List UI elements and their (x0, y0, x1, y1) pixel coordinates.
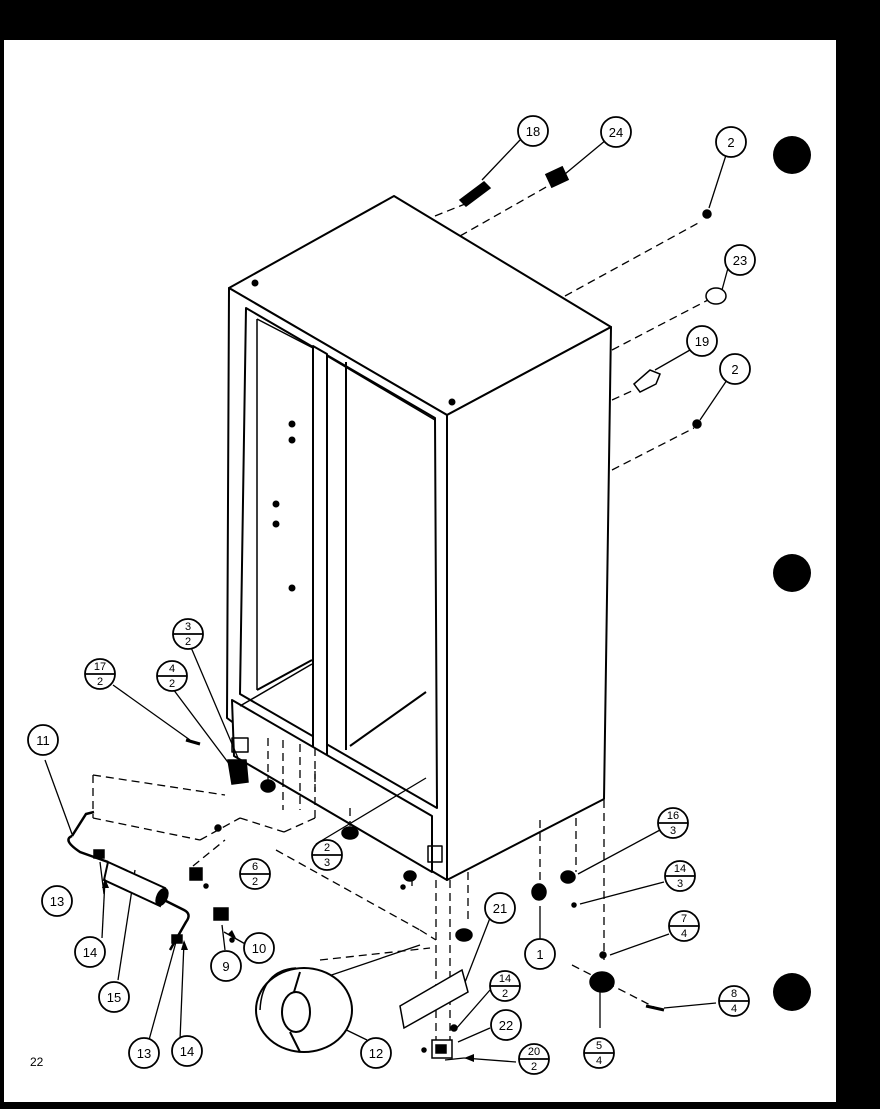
callout-2-mid: 2 (719, 353, 751, 385)
callout-20-over-2-bottom: 2 (531, 1061, 537, 1073)
binder-hole-middle (773, 554, 811, 592)
callout-6-over-2-top: 6 (252, 861, 258, 873)
callout-9-label: 9 (222, 959, 229, 974)
bushing-part (544, 165, 570, 189)
callout-7-over-4: 7 4 (668, 910, 700, 942)
callout-8-over-4: 8 4 (718, 985, 750, 1017)
callout-14-left-label: 14 (83, 945, 97, 960)
cabinet-assembly (226, 195, 612, 881)
callout-10: 10 (243, 932, 275, 964)
page-number: 22 (30, 1055, 44, 1069)
callout-7-over-4-bottom: 4 (681, 928, 687, 940)
callout-4-over-2-bottom: 2 (169, 678, 175, 690)
callout-14-over-2: 14 2 (489, 970, 521, 1002)
callout-6-over-2: 6 2 (239, 858, 271, 890)
callout-3-over-2-top: 3 (185, 621, 191, 633)
callout-19: 19 (686, 325, 718, 357)
callout-9: 9 (210, 950, 242, 982)
callout-2-top-label: 2 (727, 135, 734, 150)
wheel-part (589, 971, 615, 993)
callout-15: 15 (98, 981, 130, 1013)
callout-22: 22 (490, 1009, 522, 1041)
callout-22-label: 22 (499, 1018, 513, 1033)
callout-14-bottom-label: 14 (180, 1044, 194, 1059)
screw-part-mid (692, 419, 702, 429)
callout-2-over-3: 2 3 (311, 839, 343, 871)
callout-2-over-3-top: 2 (324, 842, 330, 854)
callout-14-bottom: 14 (171, 1035, 203, 1067)
callout-21: 21 (484, 892, 516, 924)
callout-15-label: 15 (107, 990, 121, 1005)
plug-part (705, 287, 727, 305)
callout-11-label: 11 (36, 733, 50, 748)
callout-23-label: 23 (733, 253, 747, 268)
callout-13-left-label: 13 (50, 894, 64, 909)
callout-3-over-2: 3 2 (172, 618, 204, 650)
callouts: 18 24 2 23 19 2 11 13 14 15 13 14 9 10 1… (27, 115, 756, 1075)
callout-19-label: 19 (695, 334, 709, 349)
callout-11: 11 (27, 724, 59, 756)
callout-17-over-2: 17 2 (84, 658, 116, 690)
callout-24-label: 24 (609, 125, 623, 140)
center-mullion (312, 345, 328, 761)
callout-20-over-2: 20 2 (518, 1043, 550, 1075)
latch-part (227, 759, 249, 785)
drain-tube-part (67, 810, 190, 951)
callout-7-over-4-top: 7 (681, 913, 687, 925)
callout-17-over-2-bottom: 2 (97, 676, 103, 688)
callout-1-label: 1 (536, 947, 543, 962)
roller-part (560, 870, 576, 884)
callout-13-left: 13 (41, 885, 73, 917)
callout-20-over-2-top: 20 (528, 1046, 540, 1058)
callout-12: 12 (360, 1037, 392, 1069)
callout-2-over-3-bottom: 3 (324, 857, 330, 869)
callout-5-over-4-top: 5 (596, 1040, 602, 1052)
callout-2-top: 2 (715, 126, 747, 158)
grommet-part (255, 967, 353, 1053)
binder-hole-top (773, 136, 811, 174)
callout-10-label: 10 (252, 941, 266, 956)
callout-21-label: 21 (493, 901, 507, 916)
callout-18: 18 (517, 115, 549, 147)
cabinet-side (446, 326, 612, 881)
callout-14-over-3-bottom: 3 (677, 878, 683, 890)
bracket-part (632, 369, 661, 393)
callout-1: 1 (524, 938, 556, 970)
callout-13-bottom: 13 (128, 1037, 160, 1069)
callout-16-over-3: 16 3 (657, 807, 689, 839)
callout-24: 24 (600, 116, 632, 148)
callout-16-over-3-bottom: 3 (670, 825, 676, 837)
arrow-heads (102, 878, 474, 1062)
callout-14-left: 14 (74, 936, 106, 968)
callout-4-over-2-top: 4 (169, 663, 175, 675)
callout-8-over-4-top: 8 (731, 988, 737, 1000)
callout-6-over-2-bottom: 2 (252, 876, 258, 888)
callout-3-over-2-bottom: 2 (185, 636, 191, 648)
callout-8-over-4-bottom: 4 (731, 1003, 737, 1015)
callout-16-over-3-top: 16 (667, 810, 679, 822)
callout-13-bottom-label: 13 (137, 1046, 151, 1061)
callout-14-over-3-top: 14 (674, 863, 686, 875)
parts (67, 165, 727, 1059)
callout-12-label: 12 (369, 1046, 383, 1061)
callout-23: 23 (724, 244, 756, 276)
binder-hole-bottom (773, 973, 811, 1011)
cabinet-opening (239, 307, 438, 809)
callout-17-over-2-top: 17 (94, 661, 106, 673)
leveler-part (531, 883, 547, 901)
callout-4-over-2: 4 2 (156, 660, 188, 692)
hinge-pin-part (458, 181, 492, 207)
hinge-plate-part (399, 968, 469, 1030)
screw-part-top (702, 209, 712, 219)
callout-2-mid-label: 2 (731, 362, 738, 377)
leader-lines (44, 139, 729, 1063)
callout-14-over-2-bottom: 2 (502, 988, 508, 1000)
clip-part (213, 907, 229, 921)
callout-5-over-4-bottom: 4 (596, 1055, 602, 1067)
callout-18-label: 18 (526, 124, 540, 139)
callout-14-over-3: 14 3 (664, 860, 696, 892)
callout-14-over-2-top: 14 (499, 973, 511, 985)
callout-5-over-4: 5 4 (583, 1037, 615, 1069)
